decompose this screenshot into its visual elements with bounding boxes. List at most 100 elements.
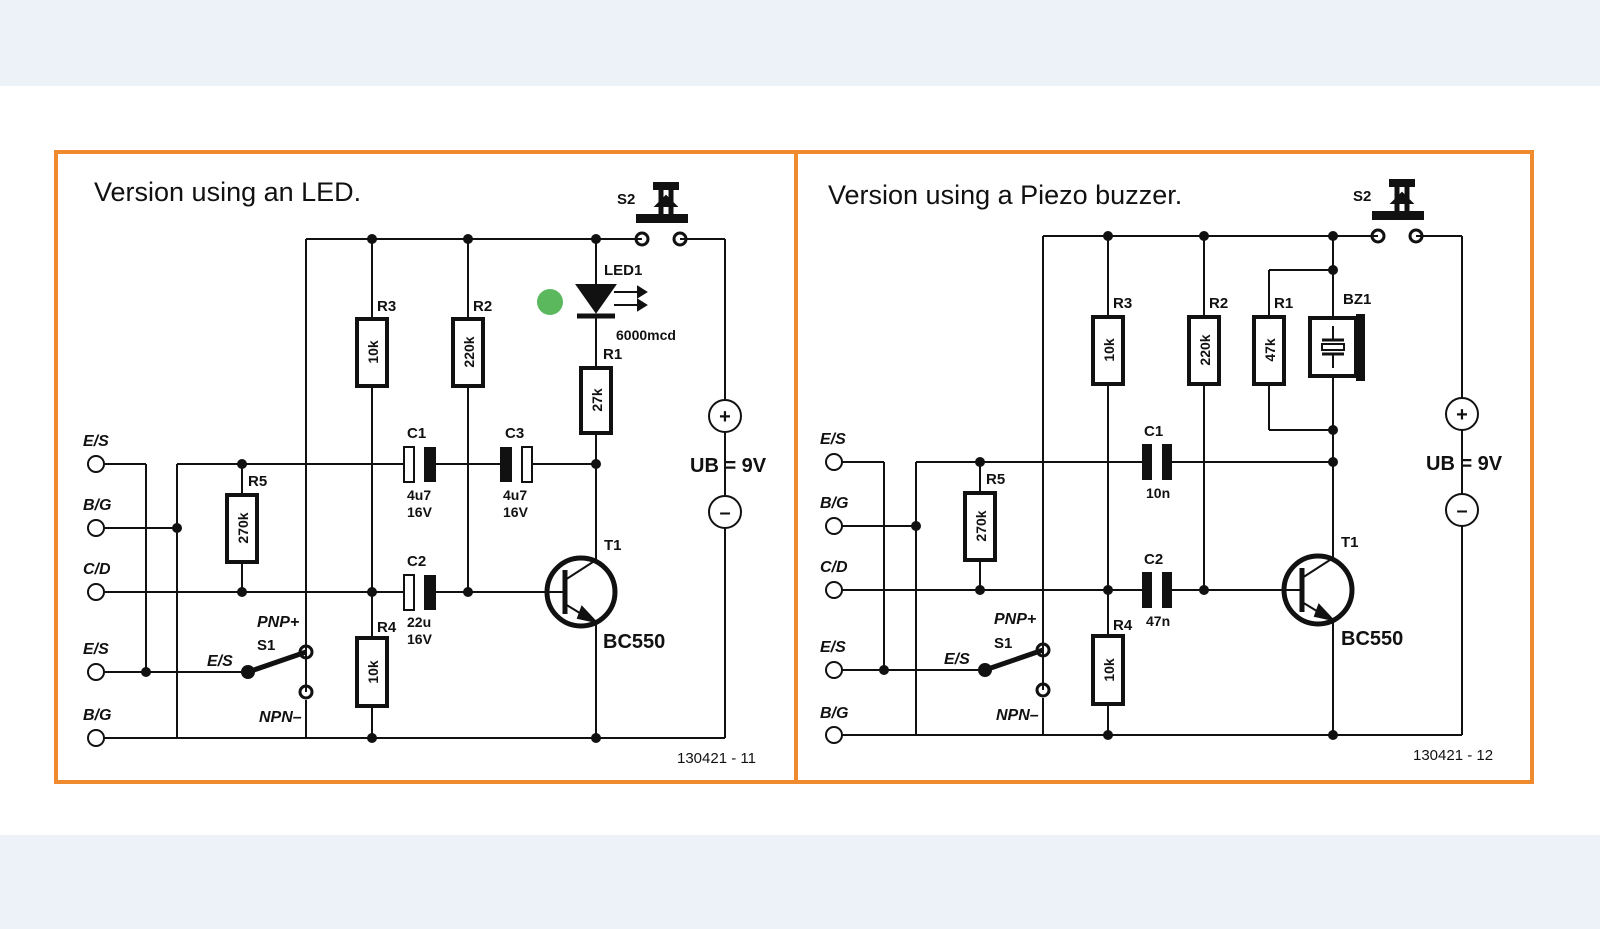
plus-terminal (708, 399, 742, 433)
left-r5-value: 270k (235, 512, 251, 543)
left-terminal-5: B/G (83, 707, 111, 724)
right-labels: Version using a Piezo buzzer. S2 BZ1 R1 … (820, 180, 1503, 764)
left-c2-label: C2 (407, 553, 426, 570)
r3-resistor-piezo (1091, 315, 1125, 386)
r4-resistor-piezo (1091, 634, 1125, 706)
left-terminal-4: E/S (83, 641, 109, 658)
right-r5-value: 270k (973, 510, 989, 541)
right-es-switch-label: E/S (944, 651, 970, 668)
right-s2-label: S2 (1353, 188, 1371, 205)
left-pnp-label: PNP+ (257, 614, 299, 631)
right-c2-value: 47n (1146, 613, 1170, 629)
left-r2-label: R2 (473, 298, 492, 315)
r5-resistor (225, 493, 259, 564)
right-figure-number: 130421 - 12 (1413, 747, 1493, 764)
right-r2-label: R2 (1209, 295, 1228, 312)
r4-resistor (355, 636, 389, 708)
r1-resistor (579, 366, 613, 435)
right-c2-label: C2 (1144, 551, 1163, 568)
left-r1-value: 27k (589, 388, 605, 412)
right-r1-value: 47k (1262, 338, 1278, 362)
right-r3-label: R3 (1113, 295, 1132, 312)
left-minus-sign: – (719, 502, 730, 524)
led-diode (575, 284, 648, 319)
left-c3-voltage: 16V (503, 504, 529, 520)
minus-terminal-piezo (1445, 493, 1479, 527)
left-figure-number: 130421 - 11 (677, 750, 756, 767)
panel-led-version (87, 182, 742, 747)
plus-terminal-piezo (1445, 397, 1479, 431)
c1-capacitor-piezo (1142, 444, 1172, 480)
r2-resistor-piezo (1187, 315, 1221, 386)
right-r3-value: 10k (1101, 338, 1117, 362)
left-t1-type: BC550 (603, 631, 665, 653)
right-minus-sign: – (1456, 500, 1467, 522)
top-band (0, 0, 1600, 86)
panel-piezo-version (825, 179, 1479, 744)
right-terminal-1: E/S (820, 431, 846, 448)
r3-resistor (355, 317, 389, 388)
right-c1-label: C1 (1144, 423, 1163, 440)
r5-resistor-piezo (963, 491, 997, 562)
led-green-dot (537, 289, 563, 315)
right-supply-label: UB = 9V (1426, 453, 1503, 475)
left-c1-label: C1 (407, 425, 426, 442)
left-r3-label: R3 (377, 298, 396, 315)
right-pnp-label: PNP+ (994, 611, 1036, 628)
left-r4-value: 10k (365, 660, 381, 684)
right-npn-label: NPN– (996, 707, 1039, 724)
left-s2-label: S2 (617, 191, 635, 208)
left-supply-label: UB = 9V (690, 455, 767, 477)
left-r1-label: R1 (603, 346, 622, 363)
right-terminal-2: B/G (820, 495, 848, 512)
right-t1-type: BC550 (1341, 628, 1403, 650)
c2-capacitor-piezo (1142, 572, 1172, 608)
left-terminal-1: E/S (83, 433, 109, 450)
c2-capacitor (403, 574, 436, 611)
s2-pushbutton-piezo (1370, 179, 1424, 244)
c3-capacitor (500, 446, 533, 483)
left-terminal-2: B/G (83, 497, 111, 514)
minus-terminal (708, 495, 742, 529)
left-led1-label: LED1 (604, 262, 642, 279)
left-terminal-3: C/D (83, 561, 111, 578)
right-r5-label: R5 (986, 471, 1005, 488)
left-c1-value: 4u7 (407, 487, 431, 503)
left-led-value: 6000mcd (616, 327, 676, 343)
t1-transistor (544, 555, 618, 629)
right-plus-sign: + (1456, 404, 1468, 426)
left-s1-label: S1 (257, 637, 275, 654)
left-c2-voltage: 16V (407, 631, 433, 647)
left-c3-label: C3 (505, 425, 524, 442)
left-labels: Version using an LED. S2 LED1 6000mcd R1… (83, 177, 767, 767)
left-plus-sign: + (719, 406, 731, 428)
r2-resistor (451, 317, 485, 388)
s2-pushbutton (634, 182, 688, 247)
left-title: Version using an LED. (94, 177, 361, 207)
left-r2-value: 220k (461, 336, 477, 367)
left-c3-value: 4u7 (503, 487, 527, 503)
t1-transistor-piezo (1281, 553, 1355, 627)
right-terminal-4: E/S (820, 639, 846, 656)
right-bz1-label: BZ1 (1343, 291, 1371, 308)
left-c1-voltage: 16V (407, 504, 433, 520)
bottom-band (0, 835, 1600, 929)
right-c1-value: 10n (1146, 485, 1170, 501)
left-c2-value: 22u (407, 614, 431, 630)
left-r4-label: R4 (377, 619, 397, 636)
right-terminal-5: B/G (820, 705, 848, 722)
left-t1-label: T1 (604, 537, 622, 554)
right-s1-label: S1 (994, 635, 1012, 652)
left-npn-label: NPN– (259, 709, 302, 726)
left-r3-value: 10k (365, 340, 381, 364)
r1-resistor-piezo (1252, 315, 1286, 386)
left-es-switch-label: E/S (207, 653, 233, 670)
right-terminal-3: C/D (820, 559, 848, 576)
right-t1-label: T1 (1341, 534, 1359, 551)
right-title: Version using a Piezo buzzer. (828, 180, 1182, 210)
bz1-piezo-buzzer (1308, 314, 1365, 381)
left-r5-label: R5 (248, 473, 267, 490)
right-r1-label: R1 (1274, 295, 1293, 312)
right-r4-label: R4 (1113, 617, 1133, 634)
